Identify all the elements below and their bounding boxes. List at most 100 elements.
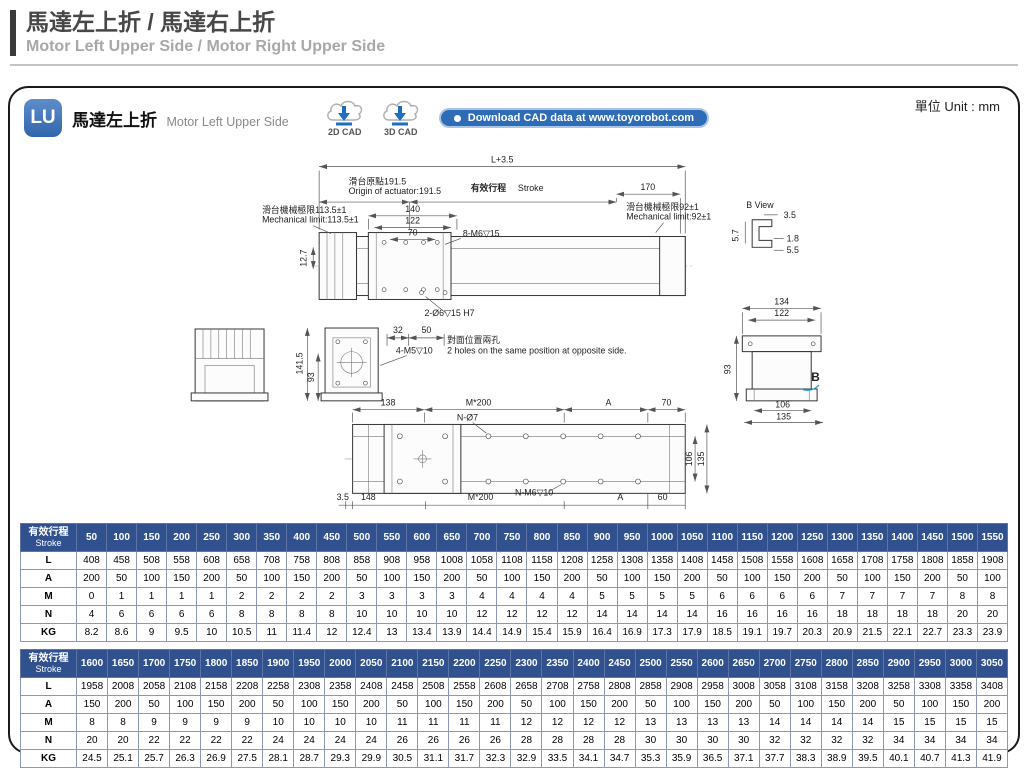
stroke-value-header: 700 (466, 523, 498, 552)
table-cell: 200 (107, 695, 140, 714)
table-cell: 50 (882, 695, 915, 714)
dim-origin-zh: 滑台原點191.5 (349, 175, 407, 186)
table-cell: 150 (820, 695, 853, 714)
table-cell: 50 (706, 569, 738, 588)
table-cell: 34 (975, 731, 1009, 750)
dim-tap4: 4-M5▽10 (396, 346, 433, 356)
bullet-icon (453, 114, 461, 122)
table-cell: 8 (946, 587, 978, 606)
table-cell: 16 (706, 605, 738, 624)
table-cell: 16.4 (586, 623, 618, 642)
table-cell: 22 (169, 731, 202, 750)
table-cell: 200 (796, 569, 828, 588)
table-cell: 11 (417, 713, 450, 732)
table-cell: 30 (634, 731, 667, 750)
table-cell: 11 (256, 623, 288, 642)
table-cell: 908 (376, 551, 408, 570)
table-cell: 10 (262, 713, 295, 732)
top-elevation-view: L+3.5 滑台原點191.5 Origin of actuator:191.5… (262, 155, 711, 319)
page-title: 馬達左上折 / 馬達右上折 (26, 9, 276, 35)
table-cell: 22.1 (886, 623, 918, 642)
table-cell: 24 (293, 731, 326, 750)
table-cell: 13.4 (406, 623, 438, 642)
table-cell: 1258 (586, 551, 618, 570)
table-cell: 12 (526, 605, 558, 624)
table-cell: 1608 (796, 551, 828, 570)
table-cell: 1208 (556, 551, 588, 570)
table-cell: 8.6 (106, 623, 138, 642)
table-cell: 16.9 (616, 623, 648, 642)
table-cell: 2858 (634, 677, 667, 696)
table-cell: 1058 (466, 551, 498, 570)
stroke-value-header: 1750 (169, 649, 202, 678)
dim-93-right: 93 (723, 364, 733, 374)
cad-2d-download[interactable]: 2D CAD (323, 99, 367, 137)
table-cell: 50 (262, 695, 295, 714)
stroke-value-header: 2700 (758, 649, 791, 678)
table-cell: 8 (316, 605, 348, 624)
row-label: L (20, 677, 77, 696)
dim-limit-right-zh: 滑台機械極限92±1 (626, 201, 699, 212)
table-cell: 1958 (75, 677, 109, 696)
table-cell: 28 (541, 731, 574, 750)
cad-3d-download[interactable]: 3D CAD (379, 99, 423, 137)
table-cell: 100 (976, 569, 1009, 588)
table-cell: 100 (541, 695, 574, 714)
table-cell: 11 (479, 713, 512, 732)
table-cell: 9 (231, 713, 264, 732)
table-cell: 1 (106, 587, 138, 606)
table-cell: 11 (448, 713, 481, 732)
header-divider (10, 64, 1018, 67)
table-cell: 50 (386, 695, 419, 714)
table-cell: 2 (226, 587, 258, 606)
table-cell: 10 (346, 605, 378, 624)
table-cell: 29.9 (355, 749, 388, 768)
stroke-value-header: 2450 (603, 649, 636, 678)
table-cell: 15 (975, 713, 1009, 732)
dim-m200-bottom: M*200 (468, 492, 494, 502)
table-cell: 30 (665, 731, 698, 750)
table-cell: 8 (107, 713, 140, 732)
table-cell: 12 (466, 605, 498, 624)
dim-60: 60 (658, 492, 668, 502)
stroke-value-header: 1700 (138, 649, 171, 678)
table-cell: 5 (616, 587, 648, 606)
table-cell: 3308 (913, 677, 946, 696)
table-cell: 100 (616, 569, 648, 588)
table-cell: 150 (406, 569, 438, 588)
table-cell: 50 (346, 569, 378, 588)
table-cell: 6 (106, 605, 138, 624)
dim-170: 170 (640, 182, 655, 192)
dim-a-bottom: A (617, 492, 623, 502)
stroke-value-header: 1950 (293, 649, 326, 678)
table-cell: 200 (196, 569, 228, 588)
table-cell: 32.9 (510, 749, 543, 768)
table-cell: 708 (256, 551, 288, 570)
table-cell: 150 (944, 695, 977, 714)
table-cell: 100 (256, 569, 288, 588)
table-cell: 12.4 (346, 623, 378, 642)
cad-3d-label: 3D CAD (383, 127, 418, 137)
table-cell: 22 (138, 731, 171, 750)
stroke-value-header: 2750 (789, 649, 822, 678)
table-cell: 200 (355, 695, 388, 714)
table-cell: 508 (136, 551, 168, 570)
table-cell: 30 (696, 731, 729, 750)
table-cell: 15.9 (556, 623, 588, 642)
table-cell: 2 (256, 587, 288, 606)
download-cad-link[interactable]: Download CAD data at www.toyorobot.com (438, 108, 710, 128)
table-cell: 1458 (706, 551, 738, 570)
table-cell: 10.5 (226, 623, 258, 642)
dim-a-top: A (606, 398, 612, 408)
table-cell: 13 (727, 713, 760, 732)
table-cell: 100 (417, 695, 450, 714)
dim-148: 148 (361, 492, 376, 502)
table-cell: 24 (355, 731, 388, 750)
stroke-value-header: 900 (586, 523, 618, 552)
